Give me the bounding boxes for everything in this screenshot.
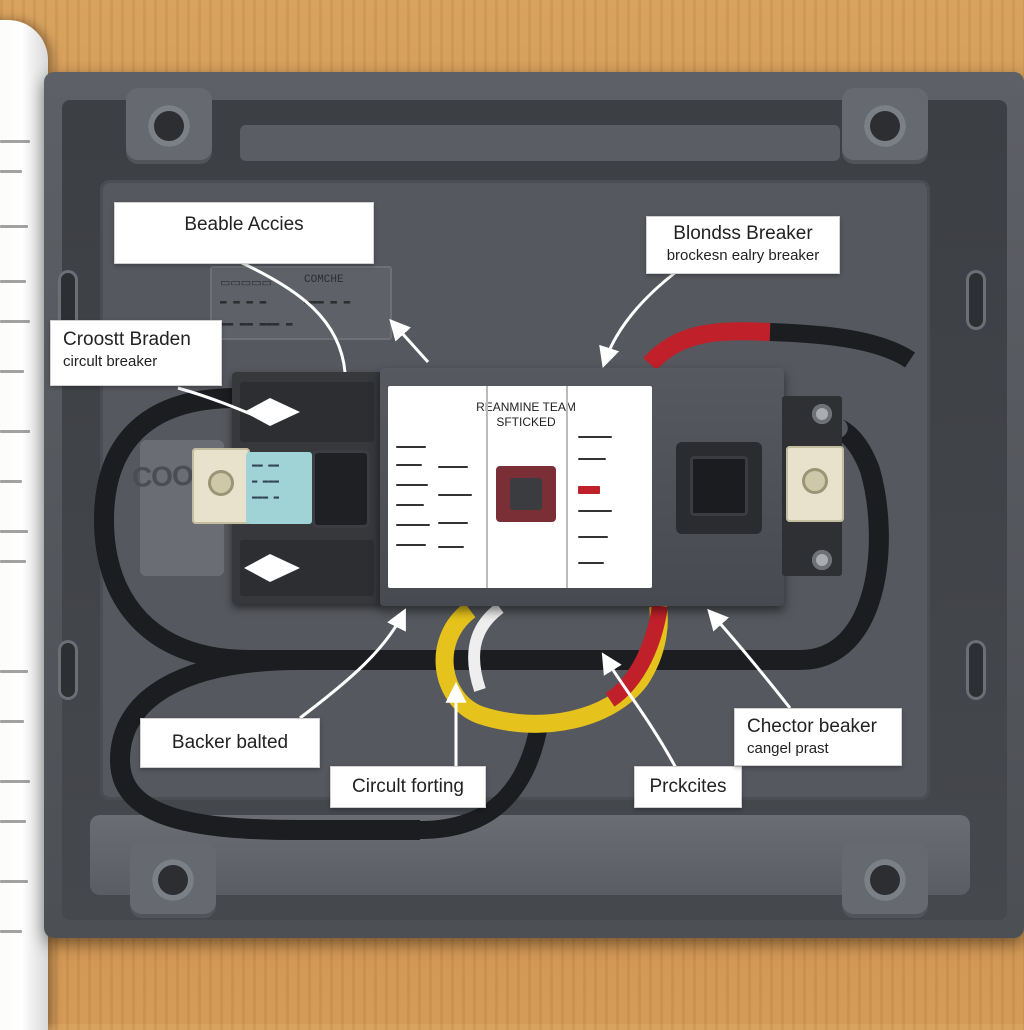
knockout-right-lower (966, 640, 986, 700)
callout-croostt: Croostt Braden circult breaker (50, 320, 222, 386)
left-terminal-lug (192, 448, 250, 524)
right-terminal-lug (786, 446, 844, 522)
callout-prckcites-title: Prckcites (649, 776, 727, 797)
callout-backer-title: Backer balted (171, 732, 289, 753)
callout-prckcites: Prckcites (634, 766, 742, 808)
callout-croostt-title: Croostt Braden (63, 329, 191, 350)
callout-blondss-title: Blondss Breaker (673, 223, 813, 244)
reset-slot[interactable] (496, 466, 556, 522)
callout-circult-title: Circult forting (352, 776, 464, 797)
callout-blondss: Blondss Breaker brockesn ealry breaker (646, 216, 840, 274)
mount-hole-bottom-left (130, 842, 216, 918)
callout-chector: Chector beaker cangel prast (734, 708, 902, 766)
callout-chector-subtitle: cangel prast (747, 740, 829, 757)
bolt-icon (812, 550, 832, 570)
top-rail (240, 125, 840, 161)
callout-beable: Beable Accies (114, 202, 374, 264)
bolt-icon (812, 404, 832, 424)
nameplate-text: COMCHE (304, 274, 344, 286)
rating-nameplate: COMCHE ▭▭▭▭▭ ▬ ▬ ▬ ▬ ▬▬▬ ▬ ▬ ▬▬ ▬▬ ▬▬▬ ▬ (210, 266, 392, 340)
callout-chector-title: Chector beaker (747, 716, 877, 737)
knockout-right-upper (966, 270, 986, 330)
callout-backer: Backer balted (140, 718, 320, 768)
callout-beable-title: Beable Accies (184, 214, 304, 235)
breaker-rating-sticker: ▬▬ ▬▬ ▬ ▬▬▬ ▬▬▬ ▬ (246, 452, 312, 524)
label-header-line1: REANMINE TEAM (476, 400, 576, 414)
mount-hole-top-right (842, 88, 928, 164)
callout-blondss-subtitle: brockesn ealry breaker (666, 247, 820, 264)
knockout-left-lower (58, 640, 78, 700)
mount-hole-top-left (126, 88, 212, 164)
knockout-left-upper (58, 270, 78, 330)
label-header-line2: SFTICKED (496, 415, 556, 429)
manual-page (0, 20, 48, 1030)
callout-circult: Circult forting (330, 766, 486, 808)
callout-croostt-subtitle: circult breaker (63, 353, 158, 370)
mount-hole-bottom-right (842, 842, 928, 918)
test-button[interactable] (676, 442, 762, 534)
left-breaker-toggle[interactable] (312, 450, 370, 528)
bottom-rail (90, 815, 970, 895)
breaker-info-label: REANMINE TEAM SFTICKED (388, 386, 652, 588)
